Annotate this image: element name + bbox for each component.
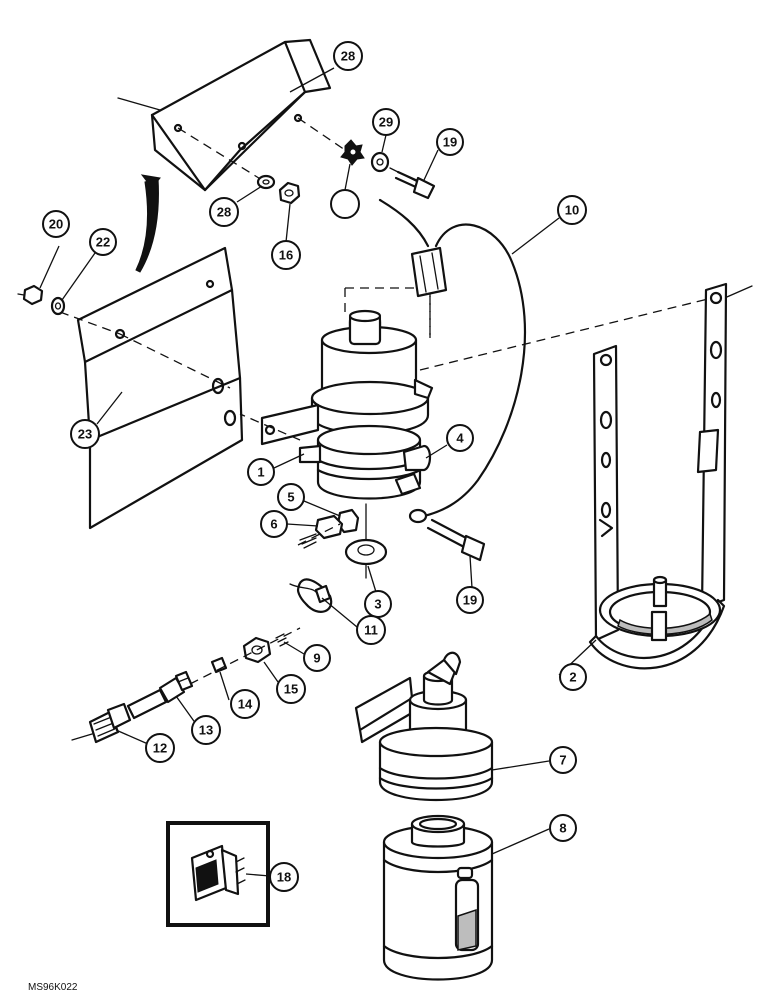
svg-text:12: 12: [153, 741, 167, 756]
svg-text:29: 29: [379, 115, 393, 130]
fitting-6: [297, 514, 344, 549]
callout-19-top: 19: [436, 128, 464, 156]
callout-28: 29: [372, 108, 400, 136]
fuel-pump: [260, 287, 434, 500]
bolt-19-lower: [426, 518, 486, 562]
callout-16: 16: [271, 240, 301, 270]
svg-text:19: 19: [463, 593, 477, 608]
svg-text:7: 7: [559, 753, 566, 768]
upper-bracket: [117, 38, 346, 192]
filter-bracket-2: [419, 282, 753, 670]
svg-text:4: 4: [456, 431, 464, 446]
svg-text:20: 20: [49, 217, 63, 232]
bolt-19-top: [389, 167, 436, 200]
grommet-3: [344, 503, 388, 579]
svg-text:11: 11: [364, 623, 378, 638]
callout-18: 18: [269, 862, 299, 892]
callout-9: 9: [303, 644, 331, 672]
hose-9: [189, 627, 301, 685]
callout-25: 28: [209, 197, 239, 227]
wire-harness-10: [239, 198, 527, 524]
drawing-code: MS96K022: [28, 982, 78, 993]
callout-13: 13: [191, 715, 221, 745]
callout-4: 4: [446, 424, 474, 452]
callout-12: 12: [145, 733, 175, 763]
callout-8: 8: [549, 814, 577, 842]
callout-5: 5: [277, 483, 305, 511]
sleeve-14: [210, 656, 228, 674]
nut-20: [17, 284, 44, 306]
callout-6: 6: [260, 510, 288, 538]
callout-1: 1: [247, 458, 275, 486]
filter-head-7: [354, 651, 494, 801]
callout-23: 23: [70, 419, 100, 449]
callout-3: 3: [364, 590, 392, 618]
callout-11: 11: [356, 615, 386, 645]
svg-text:5: 5: [287, 490, 294, 505]
washer-28: [370, 151, 390, 173]
callout-24: 28: [333, 41, 363, 71]
callout-19-lower: 19: [456, 586, 484, 614]
svg-text:18: 18: [277, 870, 291, 885]
lower-bracket: [59, 246, 244, 530]
callout-10: 10: [557, 195, 587, 225]
callout-29: [330, 189, 360, 219]
svg-text:10: 10: [565, 203, 579, 218]
washer-22: [50, 296, 66, 316]
callout-22: 22: [89, 228, 117, 256]
leader-lines: [39, 67, 597, 877]
svg-text:6: 6: [270, 517, 277, 532]
curved-arrow: [135, 174, 161, 273]
fitting-12: [71, 702, 132, 744]
callout-7: 7: [549, 746, 577, 774]
fitting-13: [126, 670, 194, 720]
callout-15: 15: [276, 674, 306, 704]
hose-clamp-11: [289, 578, 333, 613]
nut-16: [278, 181, 301, 205]
svg-text:16: 16: [279, 248, 293, 263]
washer-25: [256, 174, 276, 190]
callout-2: 2: [559, 663, 587, 691]
star-washer-29: [340, 139, 365, 166]
svg-text:8: 8: [559, 821, 566, 836]
svg-text:1: 1: [257, 465, 264, 480]
svg-text:22: 22: [96, 235, 110, 250]
svg-text:9: 9: [313, 651, 320, 666]
callout-14: 14: [230, 689, 260, 719]
svg-text:3: 3: [374, 597, 381, 612]
svg-text:13: 13: [199, 723, 213, 738]
filter-bowl-8: [382, 814, 494, 981]
svg-text:14: 14: [238, 697, 253, 712]
svg-text:15: 15: [284, 682, 298, 697]
svg-text:28: 28: [217, 205, 231, 220]
svg-text:23: 23: [78, 427, 92, 442]
svg-text:28: 28: [341, 49, 355, 64]
svg-text:19: 19: [443, 135, 457, 150]
callout-20: 20: [42, 210, 70, 238]
svg-text:2: 2: [569, 670, 576, 685]
